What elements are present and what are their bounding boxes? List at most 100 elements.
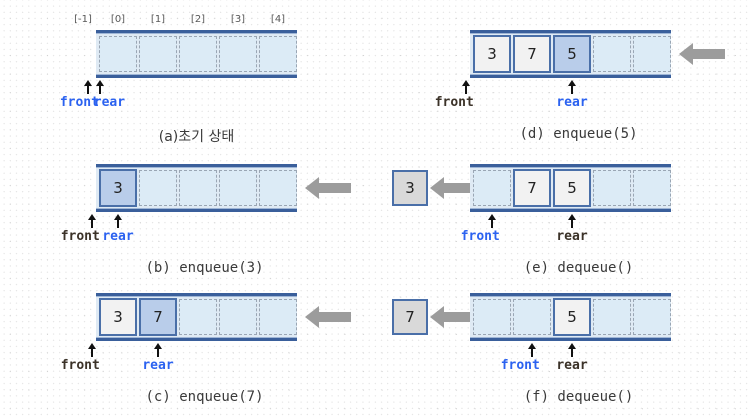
pointer-stem-rear — [117, 220, 119, 228]
queue-slot-empty — [219, 299, 257, 335]
queue-rail-bot — [470, 337, 671, 341]
pointer-label-front: front — [60, 229, 100, 244]
pointer-stem-rear — [157, 349, 159, 357]
pointer-label-rear: rear — [556, 95, 588, 110]
pointer-stem-front — [491, 220, 493, 228]
queue-slot-empty — [139, 36, 177, 72]
pointer-arrowhead-rear — [568, 80, 576, 86]
enqueue-input-arrow — [679, 43, 725, 65]
queue-cell: 7 — [139, 298, 177, 336]
queue-container: 5 — [470, 293, 671, 341]
queue-rail-top — [470, 164, 671, 168]
pointer-label-front: front — [60, 358, 100, 373]
pointer-arrowhead-front — [84, 80, 92, 86]
pointer-stem-rear — [99, 86, 101, 94]
pointer-label-rear: rear — [556, 229, 588, 244]
queue-cell: 5 — [553, 298, 591, 336]
panel-caption-b: (b) enqueue(3) — [145, 260, 264, 276]
queue-rail-top — [470, 30, 671, 34]
queue-slot-empty — [179, 36, 217, 72]
panel-caption-e: (e) dequeue() — [523, 260, 634, 276]
arrow-head-icon — [305, 177, 319, 199]
pointer-stem-front — [91, 349, 93, 357]
queue-rail-bot — [96, 337, 297, 341]
panel-caption-f: (f) dequeue() — [523, 389, 634, 405]
queue-cell: 5 — [553, 169, 591, 207]
queue-slot-empty — [633, 170, 671, 206]
queue-rail-bot — [96, 208, 297, 212]
index-label: [0] — [110, 14, 126, 25]
queue-slot-empty — [593, 36, 631, 72]
queue-rail-top — [470, 293, 671, 297]
queue-slot-empty — [633, 36, 671, 72]
pointer-arrowhead-front — [488, 214, 496, 220]
queue-slot-empty — [219, 170, 257, 206]
queue-cell: 7 — [513, 35, 551, 73]
queue-cell: 5 — [553, 35, 591, 73]
pointer-stem-front — [531, 349, 533, 357]
queue-rail-bot — [470, 208, 671, 212]
queue-slot-empty — [473, 170, 511, 206]
dequeue-output-arrow — [430, 306, 470, 328]
pointer-stem-rear — [571, 220, 573, 228]
queue-slot-empty — [593, 170, 631, 206]
panel-caption-c: (c) enqueue(7) — [145, 389, 264, 405]
arrow-shaft — [444, 312, 470, 322]
pointer-arrowhead-front — [88, 214, 96, 220]
dequeued-value-box: 7 — [392, 299, 428, 335]
pointer-label-rear: rear — [142, 358, 174, 373]
queue-slot-empty — [259, 36, 297, 72]
pointer-label-rear: rear — [102, 229, 134, 244]
queue-cell: 3 — [473, 35, 511, 73]
index-label: [3] — [230, 14, 246, 25]
pointer-arrowhead-front — [88, 343, 96, 349]
arrow-head-icon — [679, 43, 693, 65]
arrow-head-icon — [305, 306, 319, 328]
pointer-label-front: front — [500, 358, 540, 373]
queue-rail-bot — [470, 74, 671, 78]
arrow-shaft — [317, 183, 351, 193]
queue-cell: 3 — [99, 169, 137, 207]
queue-slot-empty — [99, 36, 137, 72]
queue-slot-empty — [473, 299, 511, 335]
queue-container — [96, 30, 297, 78]
pointer-label-rear: rear — [556, 358, 588, 373]
queue-slot-empty — [139, 170, 177, 206]
queue-slot-empty — [259, 299, 297, 335]
dequeued-value-box: 3 — [392, 170, 428, 206]
pointer-arrowhead-rear — [114, 214, 122, 220]
queue-rail-bot — [96, 74, 297, 78]
arrow-shaft — [691, 49, 725, 59]
queue-cell: 7 — [513, 169, 551, 207]
pointer-stem-rear — [571, 349, 573, 357]
pointer-stem-front — [91, 220, 93, 228]
pointer-label-front: front — [460, 229, 500, 244]
queue-rail-top — [96, 164, 297, 168]
queue-rail-top — [96, 293, 297, 297]
pointer-stem-front — [87, 86, 89, 94]
queue-slot-empty — [179, 299, 217, 335]
pointer-stem-rear — [571, 86, 573, 94]
queue-slot-empty — [219, 36, 257, 72]
pointer-arrowhead-rear — [96, 80, 104, 86]
queue-slot-empty — [633, 299, 671, 335]
queue-rail-top — [96, 30, 297, 34]
pointer-label-front: front — [59, 95, 99, 110]
queue-slot-empty — [259, 170, 297, 206]
queue-container: 3 — [96, 164, 297, 212]
arrow-shaft — [317, 312, 351, 322]
pointer-arrowhead-rear — [568, 214, 576, 220]
queue-slot-empty — [179, 170, 217, 206]
enqueue-input-arrow — [305, 306, 351, 328]
index-label: [4] — [270, 14, 286, 25]
index-label: [2] — [190, 14, 206, 25]
arrow-head-icon — [430, 177, 444, 199]
queue-slot-empty — [593, 299, 631, 335]
arrow-shaft — [444, 183, 470, 193]
panel-caption-a: (a)초기 상태 — [158, 129, 235, 145]
index-label: [-1] — [74, 14, 92, 25]
pointer-arrowhead-rear — [568, 343, 576, 349]
index-label: [1] — [150, 14, 166, 25]
